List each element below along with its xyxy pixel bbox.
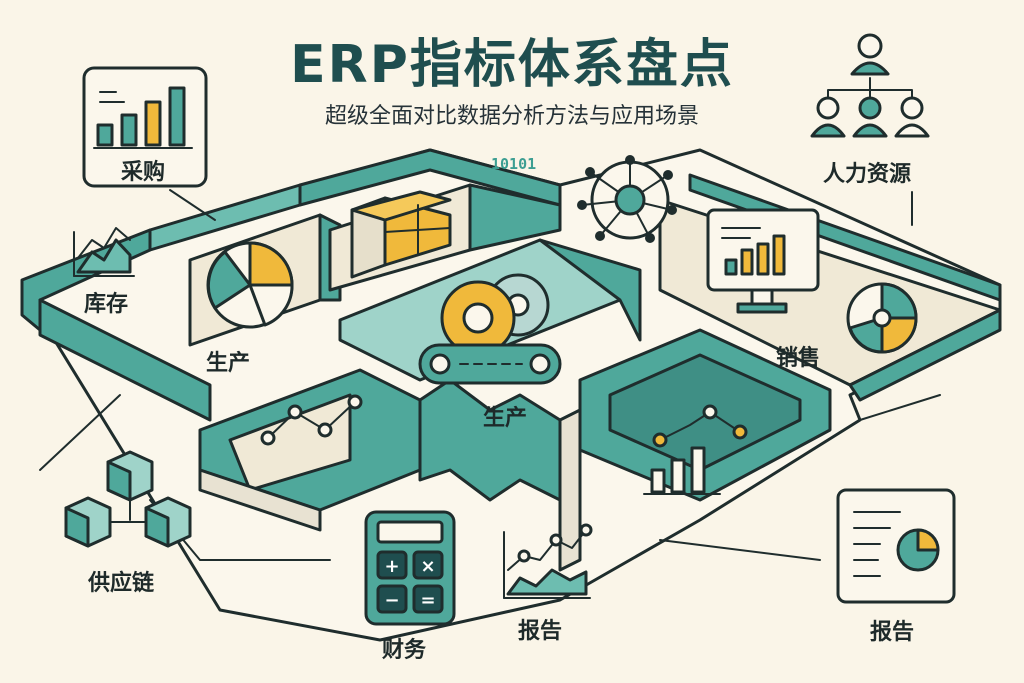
- module-label-sales: 销售: [776, 346, 821, 371]
- supply-chain-cubes-icon: [64, 450, 192, 548]
- calculator-icon: + × − =: [364, 510, 456, 626]
- purchase-card: [82, 66, 216, 221]
- monitor-chart-icon: [706, 208, 820, 314]
- report-document-icon: [836, 488, 956, 604]
- module-label-report-center: 报告: [518, 619, 563, 644]
- network-hub-icon: [577, 155, 677, 243]
- module-label-purchase: 采购: [121, 160, 166, 185]
- sales-gauge-icon: [846, 282, 918, 354]
- module-label-report-right: 报告: [870, 620, 915, 645]
- page-title: ERP指标体系盘点: [290, 35, 734, 95]
- pie-chart-icon: [206, 241, 294, 329]
- module-label-inventory: 库存: [84, 292, 129, 317]
- org-chart-icon: [810, 33, 930, 226]
- module-label-production-left: 生产: [206, 351, 251, 376]
- binary-text: 10101: [491, 155, 537, 173]
- inventory-boxes-icon: [350, 190, 452, 279]
- module-label-finance: 财务: [382, 638, 427, 663]
- calc-key-equals: =: [420, 590, 435, 611]
- module-label-supply-chain: 供应链: [88, 571, 155, 596]
- inventory-chart-icon: [73, 227, 135, 277]
- line-bar-chart-icon: [643, 404, 748, 495]
- gears-conveyor-icon: [418, 273, 562, 385]
- calc-key-plus: +: [384, 556, 399, 577]
- calc-key-times: ×: [420, 556, 435, 577]
- module-label-production-center: 生产: [483, 406, 528, 431]
- line-chart-icon-left: [260, 394, 363, 446]
- module-label-hr: 人力资源: [823, 162, 912, 187]
- page-subtitle: 超级全面对比数据分析方法与应用场景: [324, 104, 699, 129]
- calc-key-minus: −: [384, 590, 399, 611]
- report-area-chart-icon: [503, 523, 593, 599]
